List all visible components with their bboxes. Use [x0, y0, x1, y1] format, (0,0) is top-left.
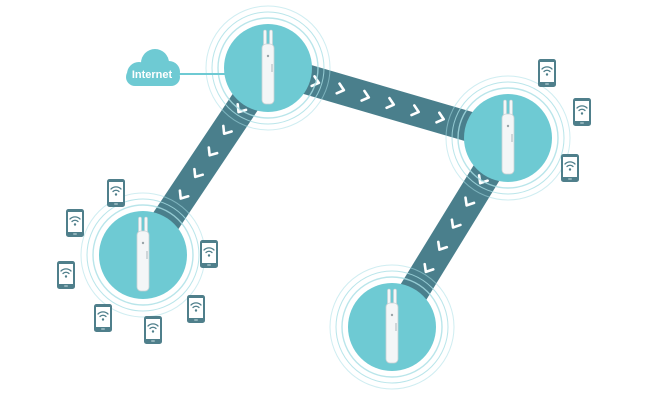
wifi-signal-icon	[576, 105, 588, 115]
coverage-ring	[86, 198, 200, 312]
coverage-ring	[457, 87, 559, 189]
chevron-icon	[464, 196, 476, 207]
chevron-icon	[193, 167, 205, 179]
coverage-ring	[341, 276, 443, 378]
tablet-wifi-icon	[187, 295, 205, 323]
chevron-icon	[423, 262, 435, 274]
mesh-links	[130, 53, 521, 335]
bottom-ap-node	[329, 264, 455, 390]
wifi-signal-icon	[97, 311, 109, 321]
right-ap-node	[445, 75, 571, 201]
coverage-ring	[329, 264, 455, 390]
coverage-ring	[211, 11, 325, 125]
client-devices	[57, 59, 591, 344]
access-point-icon	[261, 29, 275, 105]
chevron-icon	[207, 146, 219, 157]
coverage-ring	[205, 5, 331, 131]
tablet-wifi-icon	[144, 316, 162, 344]
wifi-signal-icon	[190, 302, 202, 312]
chevron-icon	[360, 89, 371, 102]
root-ap-node	[205, 5, 331, 131]
wifi-signal-icon	[69, 216, 81, 226]
tablet-wifi-icon	[561, 154, 579, 182]
internet-label: Internet	[132, 69, 173, 81]
wifi-signal-icon	[541, 66, 553, 76]
wifi-signal-icon	[147, 323, 159, 333]
access-point-icon	[385, 288, 399, 364]
coverage-ring	[92, 204, 194, 306]
access-point-icon	[501, 99, 515, 175]
chevron-icon	[410, 104, 420, 117]
chevron-icon	[178, 189, 190, 200]
tablet-wifi-icon	[573, 98, 591, 126]
chevron-icon	[477, 174, 489, 185]
chevron-icon	[450, 218, 462, 229]
chevron-icon	[236, 103, 248, 114]
internet-connection: Internet	[126, 49, 228, 86]
tablet-wifi-icon	[94, 304, 112, 332]
tablet-wifi-icon	[66, 209, 84, 237]
chevron-icon	[222, 124, 233, 135]
tablet-wifi-icon	[107, 179, 125, 207]
tablet-wifi-icon	[200, 240, 218, 268]
chevron-icon	[435, 111, 445, 124]
mesh-nodes	[80, 5, 571, 390]
access-point-icon	[136, 216, 150, 292]
coverage-ring	[445, 75, 571, 201]
wifi-signal-icon	[564, 161, 576, 171]
cloud-icon	[126, 49, 180, 86]
chevron-icon	[385, 96, 396, 110]
left-ap-node	[80, 192, 206, 318]
coverage-ring	[217, 17, 319, 119]
coverage-ring	[451, 81, 565, 195]
chevron-icon	[335, 82, 346, 95]
coverage-ring	[335, 270, 449, 384]
chevron-icon	[437, 240, 449, 251]
wifi-signal-icon	[110, 186, 122, 196]
chevron-icon	[310, 75, 321, 88]
tablet-wifi-icon	[57, 261, 75, 289]
wifi-signal-icon	[60, 268, 72, 278]
tablet-wifi-icon	[538, 59, 556, 87]
wifi-signal-icon	[203, 247, 215, 257]
